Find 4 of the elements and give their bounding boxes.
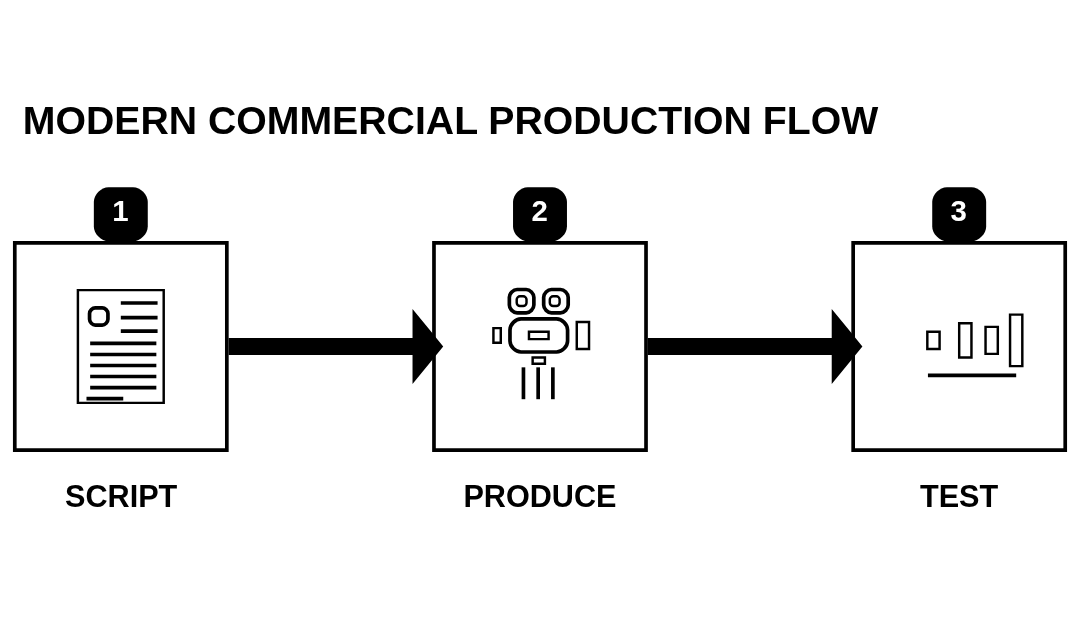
node-label: TEST bbox=[919, 479, 999, 514]
diagram-title: MODERN COMMERCIAL PRODUCTION FLOW bbox=[22, 97, 879, 142]
node-label: PRODUCE bbox=[463, 479, 617, 514]
node-label: SCRIPT bbox=[65, 479, 178, 514]
